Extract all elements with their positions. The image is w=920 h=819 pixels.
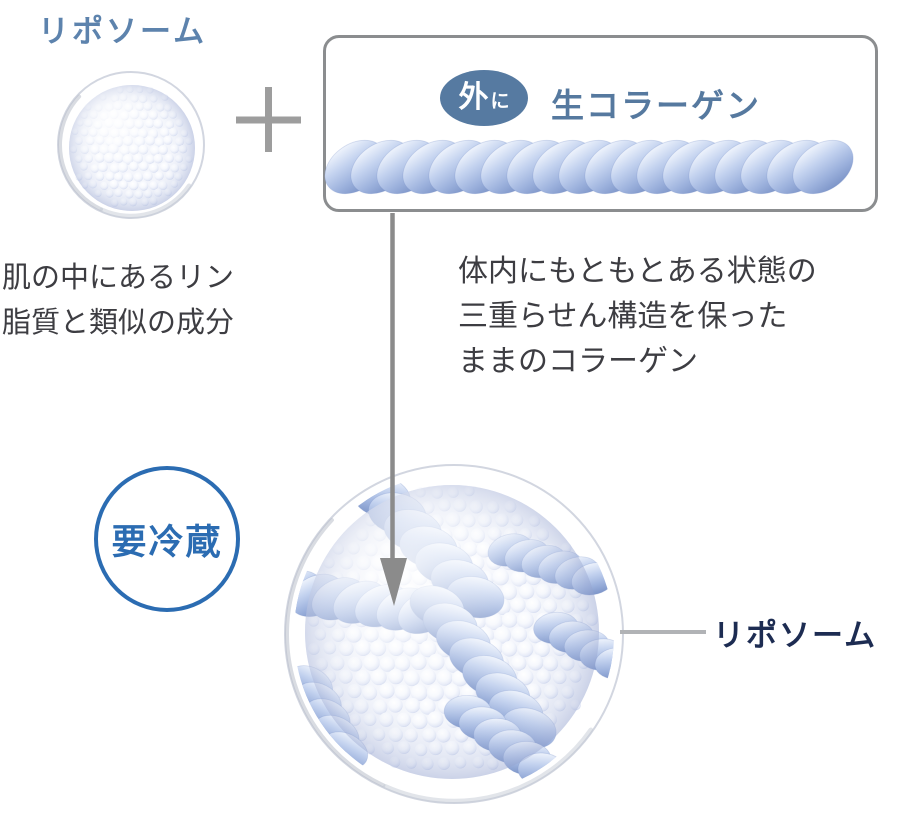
small-liposome-sphere	[57, 71, 205, 219]
collagen-helix-illustration	[324, 139, 854, 195]
liposome-label-top: リポソーム	[38, 14, 208, 49]
caption-line: ままのコラーゲン	[458, 345, 698, 378]
refrigeration-required-badge: 要冷蔵	[94, 466, 240, 612]
caption-line: 体内にもともとある状態の	[458, 255, 817, 288]
caption-line: 三重らせん構造を保った	[458, 300, 788, 333]
caption-line: 脂質と類似の成分	[2, 307, 235, 339]
collagen-box-frame	[323, 35, 878, 212]
badge-char-sub: に	[490, 91, 510, 112]
collagen-caption: 体内にもともとある状態の 三重らせん構造を保った ままのコラーゲン	[458, 249, 817, 384]
plus-icon	[236, 87, 301, 152]
raw-collagen-title: 生コラーゲン	[551, 87, 761, 124]
liposome-label-bottom: リポソーム	[713, 618, 878, 653]
badge-char-main: 外	[458, 81, 489, 114]
large-sphere-shading	[305, 485, 599, 779]
liposome-caption: 肌の中にあるリン 脂質と類似の成分	[2, 256, 234, 346]
refrigeration-label: 要冷蔵	[111, 522, 223, 562]
caption-line: 肌の中にあるリン	[2, 262, 235, 294]
arrow-down-icon	[380, 213, 407, 606]
outside-badge: 外 に	[440, 70, 528, 126]
